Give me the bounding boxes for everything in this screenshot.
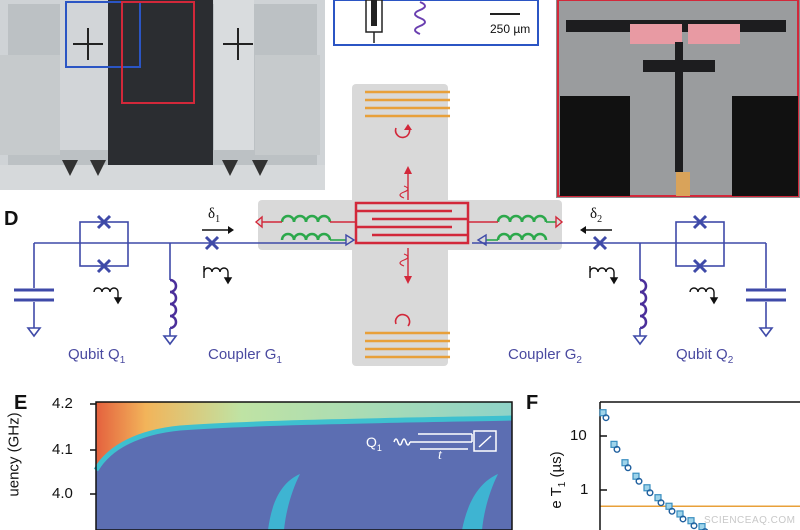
plot-e-inset-schematic bbox=[393, 430, 497, 452]
delta2-label: δ2 bbox=[590, 206, 602, 225]
plot-e-band-edge bbox=[93, 415, 513, 472]
plot-f-point bbox=[687, 517, 695, 525]
plot-f-ytick-1: 1 bbox=[580, 481, 589, 498]
label-qubit-q2: Qubit Q2 bbox=[676, 346, 734, 366]
delta2-subscript: 2 bbox=[597, 214, 603, 225]
plot-f-point bbox=[621, 459, 629, 467]
plot-f-point bbox=[632, 472, 640, 480]
plot-f-point-alt bbox=[668, 507, 676, 515]
flux-loop-left-coupler bbox=[203, 266, 233, 285]
delta1-subscript: 1 bbox=[215, 214, 221, 225]
plot-e-inset-t-label: t bbox=[438, 448, 442, 463]
delta1-symbol: δ bbox=[208, 206, 216, 222]
resonator-top bbox=[365, 90, 450, 139]
flux-loop-right-qubit bbox=[689, 287, 719, 305]
plot-f-point-alt bbox=[613, 445, 621, 453]
delta2-symbol: δ bbox=[590, 206, 598, 222]
plot-e-ytick-4-2: 4.2 bbox=[52, 395, 73, 412]
scale-bar-label: 250 µm bbox=[490, 22, 531, 36]
label-qubit-q1: Qubit Q1 bbox=[68, 346, 126, 366]
plot-f-point-alt bbox=[701, 528, 709, 530]
delta2-arrow bbox=[580, 226, 612, 234]
plot-f-point-alt bbox=[624, 464, 632, 472]
plot-f-point bbox=[654, 494, 662, 502]
plot-f-point-alt bbox=[602, 414, 610, 422]
plot-f-point-alt bbox=[635, 477, 643, 485]
panel-letter-d: D bbox=[4, 208, 19, 230]
plot-f-point bbox=[599, 409, 607, 417]
plot-e-inset-q1-label: Q1 bbox=[366, 434, 382, 453]
flux-loop-left-qubit bbox=[93, 287, 123, 305]
device-photo bbox=[556, 0, 800, 198]
plot-f-point bbox=[643, 484, 651, 492]
circuit-left bbox=[14, 214, 346, 346]
plot-e-frame bbox=[95, 401, 513, 530]
label-coupler-g2: Coupler G2 bbox=[508, 346, 582, 366]
plot-f-point bbox=[665, 502, 673, 510]
label-coupler-g1: Coupler G1 bbox=[208, 346, 282, 366]
plot-f-point-alt bbox=[679, 515, 687, 523]
chip-photo bbox=[0, 0, 325, 190]
plot-f-background bbox=[600, 402, 800, 530]
red-interdigitated-resonator bbox=[354, 166, 470, 284]
flux-loop-right-coupler bbox=[589, 266, 619, 285]
watermark: SCIENCEAQ.COM bbox=[704, 515, 796, 526]
plot-f-ytick-10: 10 bbox=[570, 427, 587, 444]
plot-e-feature-1 bbox=[268, 474, 300, 530]
plot-f-point-alt bbox=[657, 499, 665, 507]
plot-e-feature-2 bbox=[462, 474, 498, 530]
plot-f-point-alt bbox=[646, 489, 654, 497]
panel-letter-f: F bbox=[526, 392, 539, 414]
green-coupling-left bbox=[254, 214, 356, 247]
plot-e-ytick-4-1: 4.1 bbox=[52, 441, 73, 458]
plot-f-point bbox=[676, 510, 684, 518]
resonator-bottom bbox=[365, 313, 450, 359]
circuit-right bbox=[472, 214, 786, 346]
plot-f-point bbox=[610, 440, 618, 448]
delta1-label: δ1 bbox=[208, 206, 220, 225]
delta1-arrow bbox=[202, 226, 234, 234]
plot-f-point-alt bbox=[690, 522, 698, 530]
plot-e-ytick-4-0: 4.0 bbox=[52, 485, 73, 502]
plot-f-points bbox=[599, 409, 709, 530]
plot-f-ylabel: e T1 (µs) bbox=[548, 451, 568, 509]
panel-letter-e: E bbox=[14, 392, 28, 414]
schematic-inset bbox=[333, 0, 539, 46]
